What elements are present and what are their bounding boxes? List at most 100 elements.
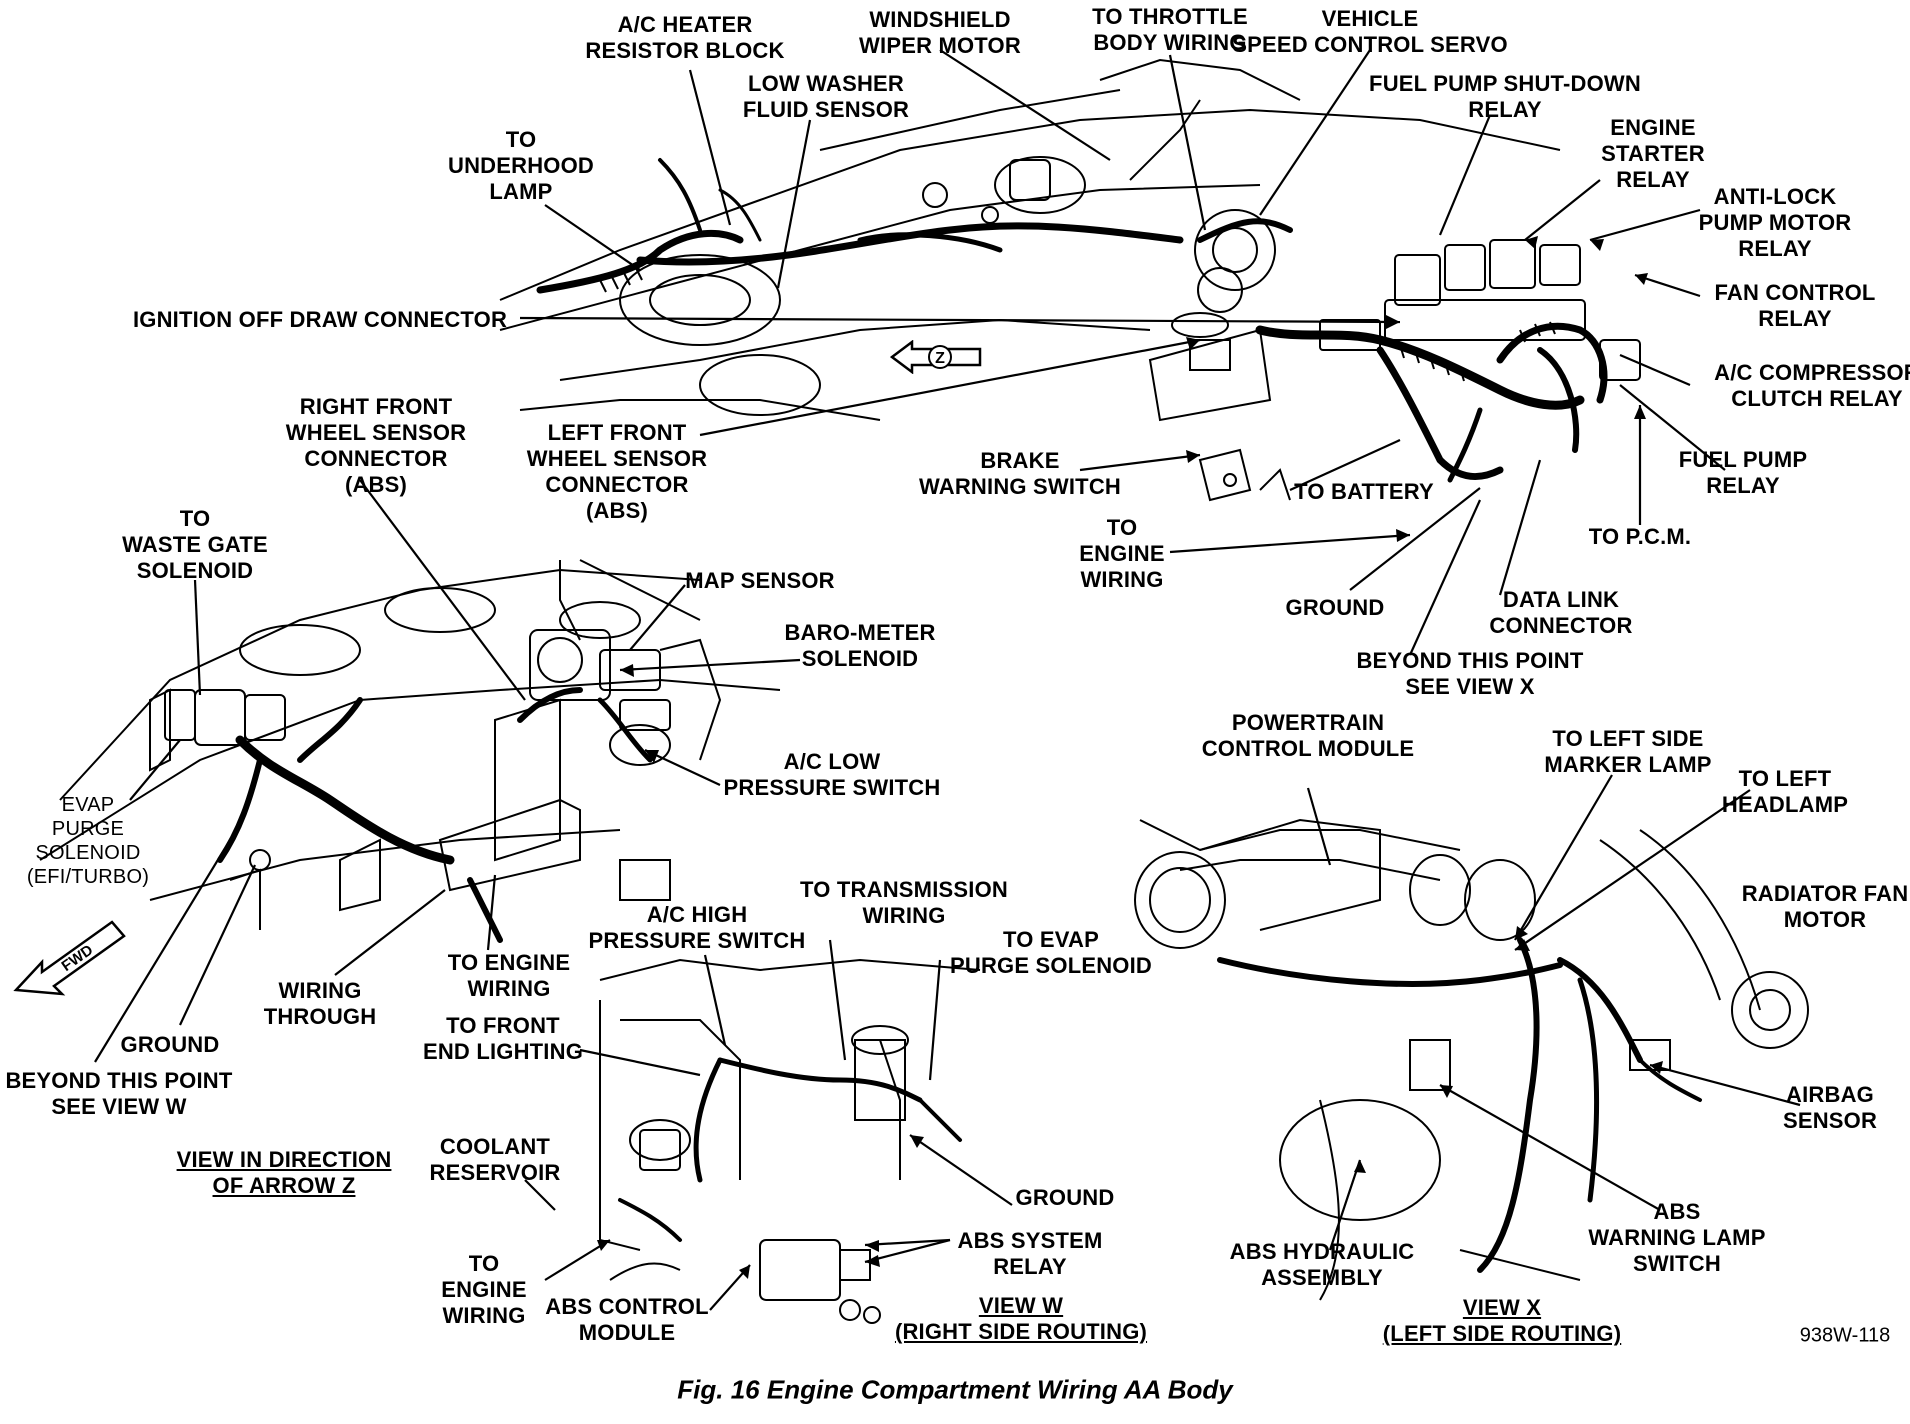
left-harness — [217, 687, 653, 943]
label-line: GROUND — [1015, 1185, 1115, 1210]
label-line: WHEEL SENSOR — [526, 446, 708, 471]
ignition-off-draw-connector-label: IGNITION OFF DRAW CONNECTOR — [133, 307, 507, 333]
label-line: BRAKE — [980, 448, 1060, 473]
label-line: WARNING SWITCH — [918, 474, 1122, 499]
label-line: HEADLAMP — [1721, 792, 1849, 817]
label-line: TO EVAP — [1003, 927, 1099, 952]
map-sensor-label: MAP SENSOR — [685, 568, 835, 594]
label-line: MOTOR — [1783, 907, 1867, 932]
label-line: GROUND — [1285, 595, 1385, 620]
label-line: (ABS) — [585, 498, 649, 523]
label-line: SEE VIEW W — [51, 1094, 187, 1119]
label-line: TO — [468, 1251, 500, 1276]
label-line: LOW WASHER — [748, 71, 904, 96]
label-line: CLUTCH RELAY — [1731, 386, 1903, 411]
left-engine-drawing — [39, 559, 781, 930]
label-line: WHEEL SENSOR — [285, 420, 467, 445]
label-line: FAN CONTROL — [1714, 280, 1876, 305]
label-line: GROUND — [120, 1032, 220, 1057]
label-line: WASTE GATE — [122, 532, 268, 557]
label-line: (LEFT SIDE ROUTING) — [1382, 1321, 1622, 1346]
label-line: SPEED CONTROL SERVO — [1232, 32, 1508, 57]
label-line: BEYOND THIS POINT — [1356, 648, 1584, 673]
label-line: CONNECTOR — [304, 446, 448, 471]
label-line: BODY WIRING — [1093, 30, 1247, 55]
label-line: TO TRANSMISSION — [800, 877, 1008, 902]
label-line: TO FRONT — [446, 1013, 560, 1038]
view-w-drawing — [599, 958, 981, 1324]
label-line: TO THROTTLE — [1092, 4, 1248, 29]
label-line: (RIGHT SIDE ROUTING) — [894, 1319, 1148, 1344]
label-line: RESISTOR BLOCK — [585, 38, 785, 63]
label-line: WIRING — [278, 978, 362, 1003]
label-line: PRESSURE SWITCH — [588, 928, 806, 953]
label-line: END LIGHTING — [422, 1039, 584, 1064]
label-line: RELAY — [1706, 473, 1780, 498]
label-line: FUEL PUMP SHUT-DOWN — [1369, 71, 1641, 96]
label-line: (EFI/TURBO) — [26, 866, 150, 888]
label-line: RELAY — [993, 1254, 1067, 1279]
view-x-harness — [1217, 937, 1702, 1273]
label-line: A/C HEATER — [617, 12, 753, 37]
figure-caption: Fig. 16 Engine Compartment Wiring AA Bod… — [677, 1374, 1233, 1405]
label-line: BEYOND THIS POINT — [5, 1068, 233, 1093]
label-line: TO — [1106, 515, 1138, 540]
label-line: RELAY — [1468, 97, 1542, 122]
label-line: WIPER MOTOR — [859, 33, 1021, 58]
label-line: WINDSHIELD — [869, 7, 1011, 32]
label-line: A/C COMPRESSOR — [1714, 360, 1910, 385]
label-line: VIEW IN DIRECTION — [176, 1147, 392, 1172]
label-line: SOLENOID — [136, 558, 254, 583]
label-line: ASSEMBLY — [1261, 1265, 1383, 1290]
label-line: WIRING — [442, 1303, 526, 1328]
label-line: UNDERHOOD — [447, 153, 595, 178]
label-line: WARNING LAMP — [1588, 1225, 1766, 1250]
label-line: EVAP — [61, 794, 115, 816]
label-line: CONNECTOR — [1489, 613, 1633, 638]
label-line: CONNECTOR — [545, 472, 689, 497]
label-line: ENGINE — [441, 1277, 527, 1302]
figure-reference-code: 938W-118 — [1799, 1324, 1891, 1347]
label-line: ANTI-LOCK — [1713, 184, 1837, 209]
label-line: ENGINE — [1079, 541, 1165, 566]
label-line: TO LEFT — [1738, 766, 1832, 791]
arrow-z-indicator: Z — [890, 340, 982, 374]
label-line: ABS HYDRAULIC — [1229, 1239, 1415, 1264]
label-line: SOLENOID — [801, 646, 919, 671]
label-line: MAP SENSOR — [685, 568, 835, 593]
label-line: SEE VIEW X — [1405, 674, 1535, 699]
label-line: RADIATOR FAN — [1741, 881, 1909, 906]
forward-direction-arrow: FWD — [13, 920, 126, 996]
label-line: RELAY — [1738, 236, 1812, 261]
label-line: DATA LINK — [1502, 587, 1620, 612]
label-line: WIRING — [467, 976, 551, 1001]
label-line: SENSOR — [1782, 1108, 1878, 1133]
label-line: RIGHT FRONT — [299, 394, 453, 419]
label-line: RESERVOIR — [429, 1160, 561, 1185]
